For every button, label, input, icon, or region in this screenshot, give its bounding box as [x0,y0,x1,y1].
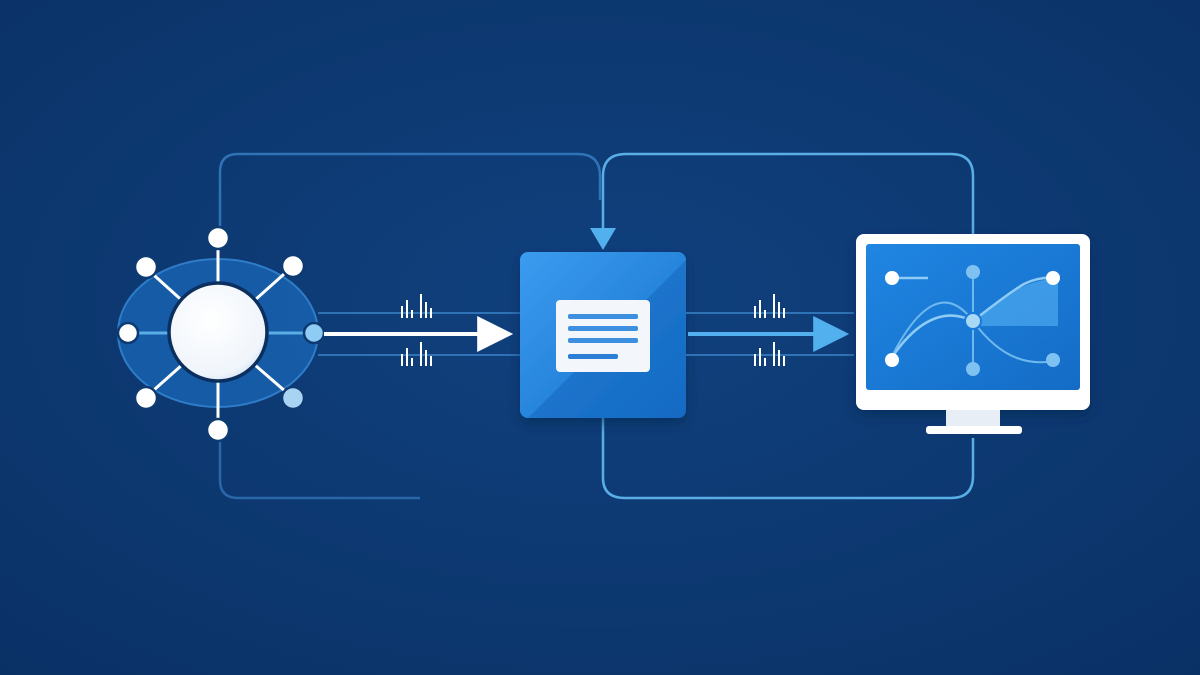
hub-node-bottom [205,417,231,443]
waveform-signal-icon [401,294,432,318]
bypass-loop-bottom [218,430,420,500]
monitor-chart-icon [856,234,1090,434]
chart-node [1046,271,1060,285]
waveform-signal-icon [401,342,432,366]
chart-area [973,278,1058,326]
hub-node-left [116,321,140,345]
chart-node [885,271,899,285]
feedback-loop-top [601,152,975,236]
bypass-loop-top [218,152,602,232]
feedback-loop-bottom [601,418,975,500]
waveform-signal-icon [754,294,785,318]
chart-node-center [964,312,982,330]
hub-core [167,281,269,383]
hub-node-top-left [133,254,159,280]
feedback-arrowhead-icon [590,228,616,250]
chart-node [966,265,980,279]
chart-node [966,362,980,376]
hub-node-top-right [280,253,306,279]
hub-node-bottom-left [133,385,159,411]
hub-node-right [302,321,326,345]
network-hub-icon [116,225,326,443]
document-icon [556,300,650,372]
chart-node [1046,353,1060,367]
monitor-base [926,426,1022,434]
hub-node-top [205,225,231,251]
chart-node [885,353,899,367]
monitor-neck [946,410,1000,428]
waveform-signal-icon [754,342,785,366]
hub-node-bottom-right [280,385,306,411]
chart-line-rising [888,276,1059,361]
